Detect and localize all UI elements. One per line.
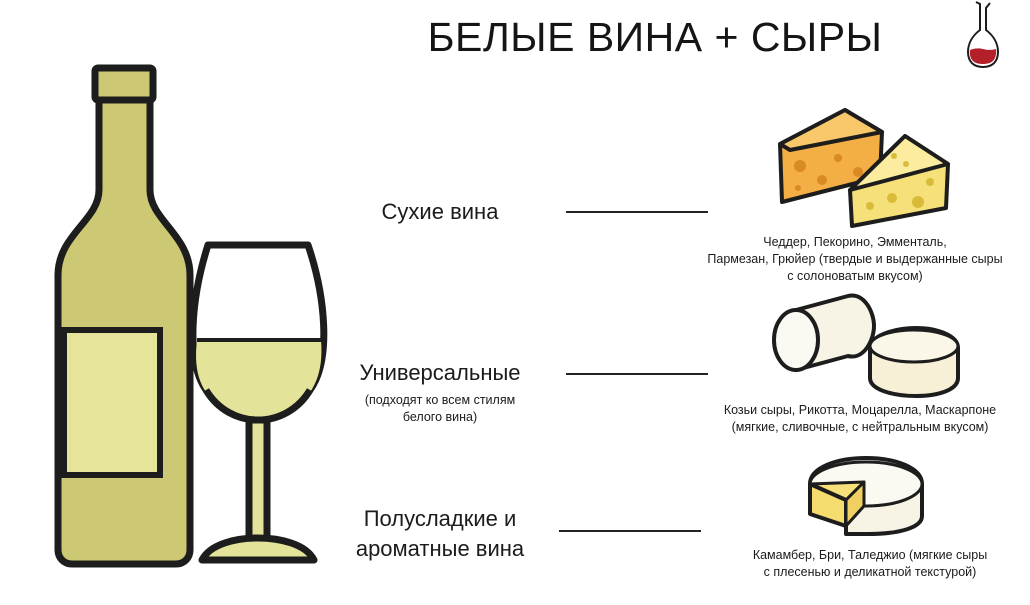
connector-line [566,211,708,213]
category-name: Сухие вина [381,199,499,224]
category-name-line1: Полусладкие и [363,506,517,531]
decanter-logo-icon [966,1,1000,69]
connector-line [559,530,701,532]
cheese-list-dry: Чеддер, Пекорино, Эмменталь, Пармезан, Г… [707,235,1003,283]
category-universal-wines: Универсальные (подходят ко всем стилям б… [330,358,550,426]
category-dry-wines: Сухие вина [330,197,550,227]
connector-line [566,373,708,375]
category-semisweet-wines: Полусладкие и ароматные вина [320,504,560,564]
soft-cheese-icon [772,293,960,399]
wine-bottle-icon [54,64,194,568]
brie-cheese-icon [808,456,924,536]
page-title: БЕЛЫЕ ВИНА + СЫРЫ [427,14,883,60]
hard-cheese-icon [778,108,950,228]
wine-glass-icon [189,241,328,564]
wine-bottle-and-glass-illustration [54,64,328,568]
category-subtitle: (подходят ко всем стилям белого вина) [364,393,516,424]
category-name-line2: ароматные вина [355,536,525,561]
cheese-list-semisweet: Камамбер, Бри, Таледжио (мягкие сыры с п… [752,548,988,579]
category-name: Универсальные [359,360,521,385]
cheese-list-universal: Козьи сыры, Рикотта, Моцарелла, Маскарпо… [723,403,997,434]
